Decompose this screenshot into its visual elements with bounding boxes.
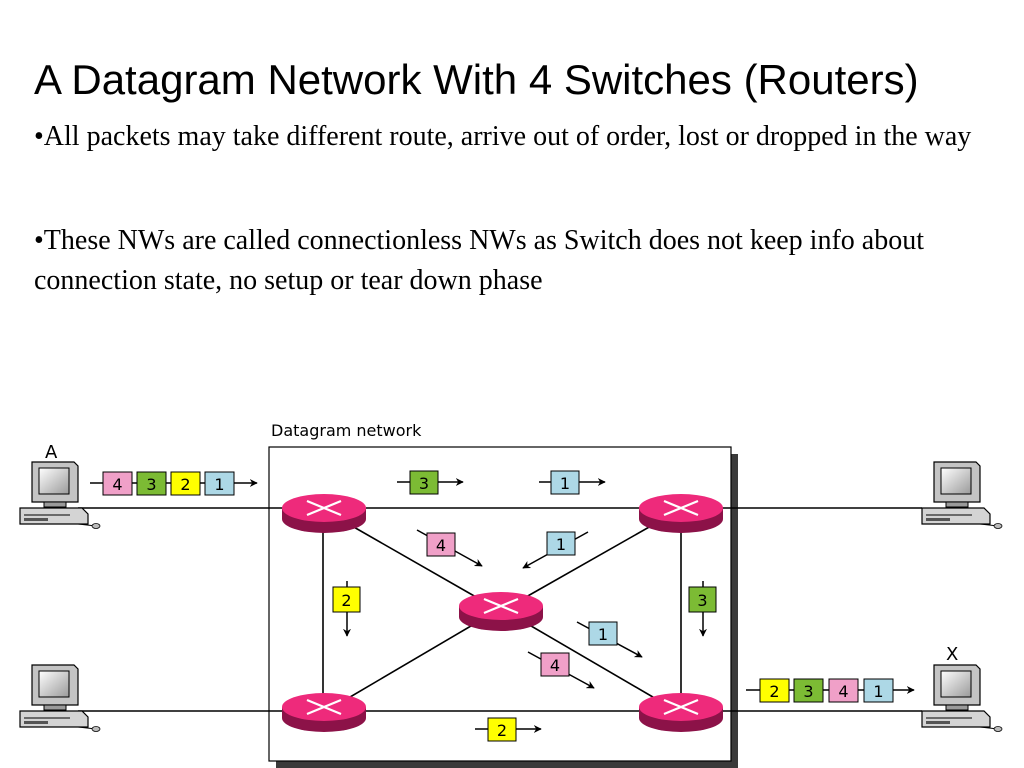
packet-number: 1: [873, 682, 883, 701]
packet-in-transit-top-3: 3: [397, 470, 464, 495]
slide-title: A Datagram Network With 4 Switches (Rout…: [34, 56, 919, 103]
switch-top-left: [282, 494, 366, 533]
packet: [793, 678, 824, 703]
packet-number: 2: [769, 682, 779, 701]
packet: [102, 471, 133, 496]
svg-text:2: 2: [341, 591, 351, 610]
packet-number: 1: [214, 475, 224, 494]
computer-icon-top-right: [921, 461, 1003, 529]
packet-number: 4: [112, 475, 122, 494]
packet-number: 4: [838, 682, 848, 701]
host-a-label: A: [45, 442, 58, 463]
packet: [828, 678, 859, 703]
svg-text:1: 1: [556, 535, 566, 554]
packet: [170, 471, 201, 496]
packet: [204, 471, 235, 496]
packet-in-transit-diag-1-lower: 1: [576, 621, 643, 658]
bullet-point: •All packets may take different route, a…: [34, 121, 972, 152]
packet-number: 3: [146, 475, 156, 494]
computer-icon-host-a: [19, 461, 101, 529]
switch-top-right: [639, 494, 723, 533]
switch-bottom-left: [282, 693, 366, 732]
svg-text:1: 1: [560, 474, 570, 493]
packet-in-transit-left-2: 2: [332, 581, 361, 637]
packet-in-transit-top-1: 1: [539, 470, 606, 495]
switch-center: [459, 592, 543, 631]
network-links: [78, 507, 922, 712]
switch-bottom-right: [639, 693, 723, 732]
packet-number: 2: [180, 475, 190, 494]
svg-text:4: 4: [436, 536, 446, 555]
packet-in-transit-diag-4-lower: 4: [527, 651, 595, 689]
svg-text:3: 3: [419, 474, 429, 493]
datagram-network-diagram: Datagram network: [19, 421, 1003, 768]
network-label: Datagram network: [271, 421, 422, 440]
svg-text:3: 3: [697, 591, 707, 610]
packet-queue-receiver: 2 3 4 1: [746, 678, 915, 703]
bullet-point: •These NWs are called connectionless NWs…: [34, 225, 924, 296]
packet-in-transit-right-3: 3: [688, 581, 717, 637]
computer-icon-bottom-left: [19, 664, 101, 732]
packet: [136, 471, 167, 496]
packet-number: 3: [803, 682, 813, 701]
packet-queue-sender: 4 3 2 1: [90, 471, 258, 496]
computer-icon-host-x: [921, 664, 1003, 732]
packet: [759, 678, 790, 703]
svg-text:4: 4: [550, 656, 560, 675]
packet-in-transit-diag-4: 4: [416, 529, 483, 567]
packet: [863, 678, 894, 703]
svg-text:1: 1: [598, 625, 608, 644]
host-x-label: X: [946, 644, 958, 665]
svg-text:2: 2: [497, 721, 507, 740]
packet-in-transit-bottom-2: 2: [475, 717, 542, 742]
packet-in-transit-diag-1-upper: 1: [522, 531, 589, 569]
